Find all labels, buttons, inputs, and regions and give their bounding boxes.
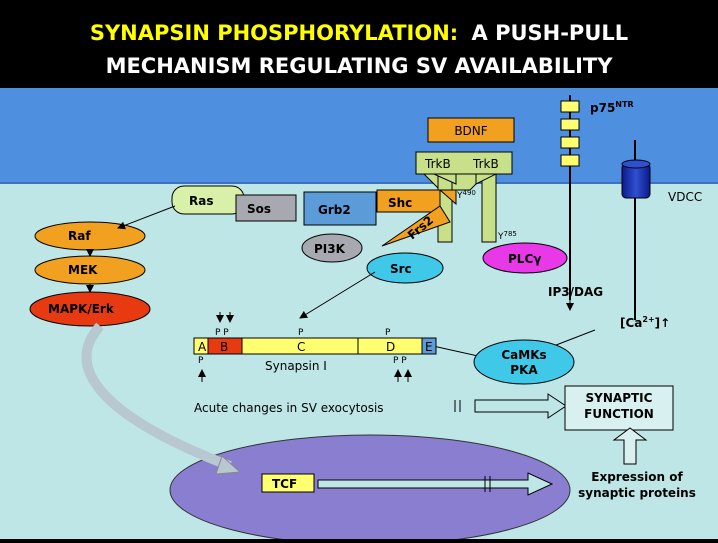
expression-line1: Expression of xyxy=(591,470,683,484)
bdnf-label: BDNF xyxy=(454,124,487,138)
src-box xyxy=(366,252,444,284)
arrow-tcf-expression xyxy=(317,472,554,496)
ca-label: [Ca2+]↑ xyxy=(620,315,670,330)
title-line2: MECHANISM REGULATING SV AVAILABILITY xyxy=(106,54,614,78)
domain-e: E xyxy=(425,340,433,354)
extracellular-space xyxy=(0,88,718,183)
tcf-label: TCF xyxy=(272,477,297,491)
mek-label: MEK xyxy=(68,263,98,277)
arrow-expression-synaptic xyxy=(612,427,648,465)
synaptic-function-box xyxy=(564,385,674,431)
src-label: Src xyxy=(390,262,412,276)
vdcc-channel xyxy=(621,140,651,320)
p-top-b: P P xyxy=(215,328,229,338)
trkb-right-label: TrkB xyxy=(472,157,499,171)
domain-a: A xyxy=(198,340,207,354)
plc-box xyxy=(482,242,568,274)
tcf-box xyxy=(261,473,315,493)
pka-label: PKA xyxy=(510,363,538,377)
title-line1: SYNAPSIN PHOSPHORYLATION: A PUSH-PULL xyxy=(90,21,628,45)
sos-box xyxy=(235,194,297,222)
mapk-label: MAPK/Erk xyxy=(48,302,115,316)
vdcc-label: VDCC xyxy=(668,190,702,204)
sos-label: Sos xyxy=(247,202,271,216)
p75-receptor xyxy=(560,95,580,300)
synaptic-line1: SYNAPTIC xyxy=(586,391,653,405)
domain-b: B xyxy=(220,340,228,354)
trkb-left-label: TrkB xyxy=(424,157,451,171)
trkb-receptor xyxy=(415,151,513,243)
pi3k-label: PI3K xyxy=(314,242,346,256)
expression-line2: synaptic proteins xyxy=(578,486,696,500)
y490-label: Y490 xyxy=(456,189,476,201)
camks-box xyxy=(473,339,575,385)
grb2-label: Grb2 xyxy=(318,203,351,217)
title-band xyxy=(0,0,718,88)
p75-label: p75NTR xyxy=(590,100,634,115)
plc-label: PLCγ xyxy=(508,252,541,266)
synapsin-bar xyxy=(193,337,437,355)
domain-d: D xyxy=(386,340,395,354)
bdnf-box xyxy=(427,117,515,143)
arrow-mapk-nucleus xyxy=(81,322,232,471)
arrow-ras-raf xyxy=(117,205,176,230)
grb2-box xyxy=(303,191,377,226)
camks-label: CaMKs xyxy=(501,348,546,362)
raf-label: Raf xyxy=(68,229,91,243)
p-bot-d: P P xyxy=(393,356,407,366)
frs2-shape xyxy=(381,205,451,247)
ip3dag-label: IP3/DAG xyxy=(548,285,603,299)
ras-label: Ras xyxy=(189,194,213,208)
p-top-d: P xyxy=(385,328,391,338)
arrow-acute-synaptic xyxy=(474,393,567,419)
synaptic-line2: FUNCTION xyxy=(584,407,654,421)
acute-label: Acute changes in SV exocytosis xyxy=(194,401,384,415)
domain-c: C xyxy=(297,340,305,354)
arrow-src-synapsin xyxy=(299,271,376,319)
shc-label: Shc xyxy=(388,196,412,210)
y785-label: Y785 xyxy=(497,230,517,242)
p-bot-a: P xyxy=(198,356,204,366)
nucleus xyxy=(169,434,571,543)
p-top-c: P xyxy=(298,328,304,338)
synapsin-label: Synapsin I xyxy=(265,359,327,373)
pi3k-box xyxy=(301,233,363,263)
